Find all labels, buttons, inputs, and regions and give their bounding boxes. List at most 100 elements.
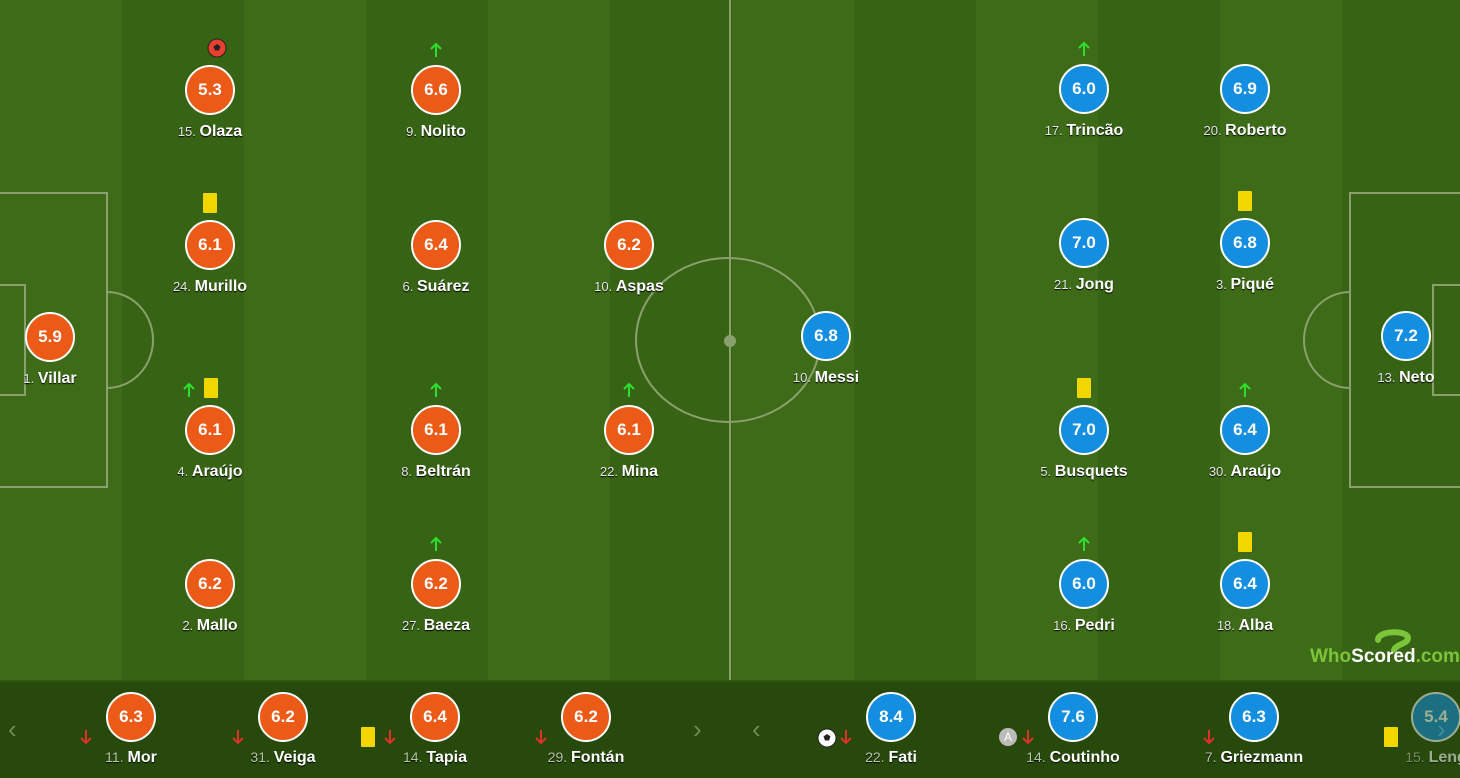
pitch: 5.9 1. Villar 5.3 15. Olaza 6.1 24. Murillo 6.… [0,0,1460,680]
sub-name-coutinho[interactable]: 14. Coutinho [973,749,1173,767]
away-subs-prev-button[interactable]: ‹ [752,714,761,744]
player-rating-fontan[interactable]: 6.2 [561,692,611,742]
player-name-villar[interactable]: 1. Villar [0,370,150,388]
player-rating-suarez[interactable]: 6.4 [411,220,461,270]
sub-name-tapia[interactable]: 14. Tapia [335,749,535,767]
player-rating-jong[interactable]: 7.0 [1059,218,1109,268]
player-name-murillo[interactable]: 24. Murillo [110,278,310,296]
player-rating-beltran[interactable]: 6.1 [411,405,461,455]
player-name-text: Jong [1075,276,1114,293]
player-rating-fati[interactable]: 8.4 [866,692,916,742]
player-number: 20. [1203,123,1226,138]
player-name-roberto[interactable]: 20. Roberto [1145,122,1345,140]
player-rating-pique[interactable]: 6.8 [1220,218,1270,268]
player-name-text: Veiga [273,749,316,766]
player-rating-villar[interactable]: 5.9 [25,312,75,362]
player-name-mina[interactable]: 22. Mina [529,463,729,481]
player-rating-murillo[interactable]: 6.1 [185,220,235,270]
player-name-jong[interactable]: 21. Jong [984,276,1184,294]
player-name-alba[interactable]: 18. Alba [1145,617,1345,635]
player-number: 21. [1054,277,1076,292]
player-name-nolito[interactable]: 9. Nolito [336,123,536,141]
sub-name-fati[interactable]: 22. Fati [791,749,991,767]
player-name-aspas[interactable]: 10. Aspas [529,278,729,296]
player-number: 10. [792,370,815,385]
sub-name-veiga[interactable]: 31. Veiga [183,749,383,767]
player-rating-baeza[interactable]: 6.2 [411,559,461,609]
sub-name-griezmann[interactable]: 7. Griezmann [1154,749,1354,767]
player-rating-griezmann[interactable]: 6.3 [1229,692,1279,742]
logo-text: WhoScored.com [1310,646,1460,668]
player-rating-messi[interactable]: 6.8 [801,311,851,361]
player-rating-trincao[interactable]: 6.0 [1059,64,1109,114]
right-penalty-box [1349,192,1460,488]
player-rating-mallo[interactable]: 6.2 [185,559,235,609]
center-spot [724,335,736,347]
player-rating-veiga[interactable]: 6.2 [258,692,308,742]
logo-text-who: Who [1310,646,1352,667]
player-name-baeza[interactable]: 27. Baeza [336,617,536,635]
player-rating-busquets[interactable]: 7.0 [1059,405,1109,455]
player-rating-araujo-home[interactable]: 6.1 [185,405,235,455]
player-rating-nolito[interactable]: 6.6 [411,65,461,115]
sub-name-lenglet[interactable]: 15. Leng [1336,749,1460,767]
player-number: 14. [1026,749,1050,765]
player-name-text: Olaza [199,123,243,140]
sub-in-arrow-icon [429,42,443,63]
player-name-text: Araújo [1230,463,1282,480]
player-rating-neto[interactable]: 7.2 [1381,311,1431,361]
player-number: 15. [1405,749,1429,765]
sub-in-arrow-icon [429,536,443,557]
player-name-text: Roberto [1225,122,1287,139]
yellow-card-icon [204,378,218,398]
player-rating-tapia[interactable]: 6.4 [410,692,460,742]
sub-in-arrow-icon [1077,41,1091,62]
player-name-suarez[interactable]: 6. Suárez [336,278,536,296]
player-name-olaza[interactable]: 15. Olaza [110,123,310,141]
player-number: 7. [1204,749,1221,765]
player-number: 31. [250,749,274,765]
player-number: 22. [599,464,622,479]
player-name-messi[interactable]: 10. Messi [726,369,926,387]
player-number: 18. [1216,618,1239,633]
sub-out-arrow-icon [1021,729,1035,750]
yellow-card-icon [1238,191,1252,211]
player-name-text: Alba [1238,617,1274,634]
goal-ball-icon [817,728,837,753]
home-subs-prev-button[interactable]: ‹ [8,714,17,744]
player-name-beltran[interactable]: 8. Beltrán [336,463,536,481]
player-rating-araujo-away[interactable]: 6.4 [1220,405,1270,455]
player-rating-coutinho[interactable]: 7.6 [1048,692,1098,742]
player-name-neto[interactable]: 13. Neto [1306,369,1460,387]
player-rating-pedri[interactable]: 6.0 [1059,559,1109,609]
sub-out-arrow-icon [1202,729,1216,750]
sub-out-arrow-icon [383,729,397,750]
player-number: 29. [547,749,572,765]
player-name-text: Villar [37,370,77,387]
player-rating-aspas[interactable]: 6.2 [604,220,654,270]
player-name-trincao[interactable]: 17. Trincão [984,122,1184,140]
player-name-text: Mina [621,463,659,480]
home-subs-next-button[interactable]: › [693,714,702,744]
player-rating-mina[interactable]: 6.1 [604,405,654,455]
player-name-busquets[interactable]: 5. Busquets [984,463,1184,481]
sub-name-fontan[interactable]: 29. Fontán [486,749,686,767]
player-name-text: Baeza [423,617,470,634]
sub-name-mor[interactable]: 11. Mor [31,749,231,767]
player-name-araujo-away[interactable]: 30. Araújo [1145,463,1345,481]
sub-out-arrow-icon [231,729,245,750]
player-number: 30. [1208,464,1231,479]
player-rating-mor[interactable]: 6.3 [106,692,156,742]
player-name-pedri[interactable]: 16. Pedri [984,617,1184,635]
player-name-pique[interactable]: 3. Piqué [1145,276,1345,294]
player-rating-lenglet[interactable]: 5.4 [1411,692,1460,742]
player-name-text: Nolito [420,123,466,140]
player-rating-roberto[interactable]: 6.9 [1220,64,1270,114]
player-rating-alba[interactable]: 6.4 [1220,559,1270,609]
player-number: 1. [23,371,38,386]
player-number: 4. [177,464,192,479]
player-name-araujo-home[interactable]: 4. Araújo [110,463,310,481]
player-rating-olaza[interactable]: 5.3 [185,65,235,115]
player-name-mallo[interactable]: 2. Mallo [110,617,310,635]
